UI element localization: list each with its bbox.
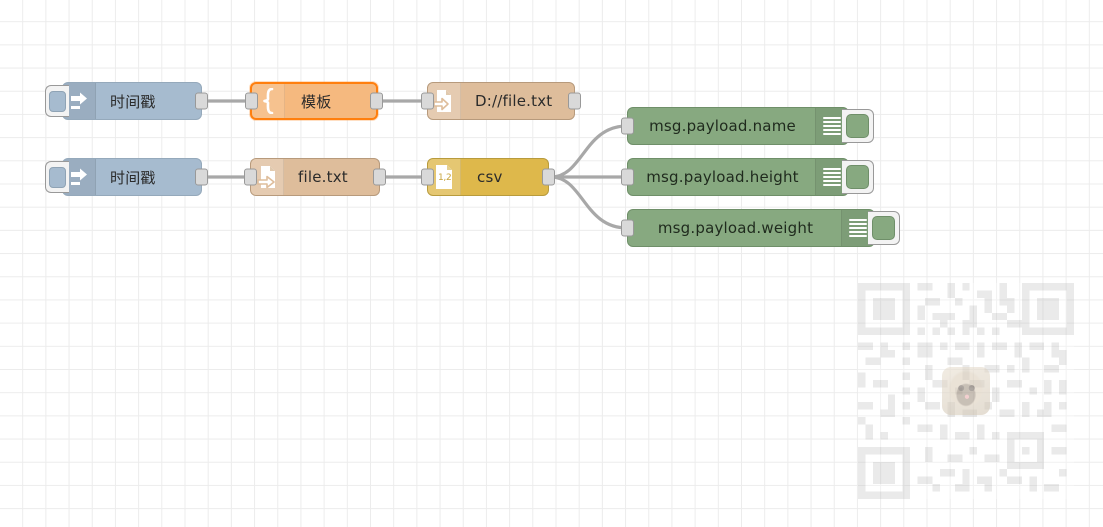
wire-csv1-debug1 — [549, 124, 629, 179]
port-in-csv-1[interactable] — [421, 168, 434, 186]
port-in-file-write-1[interactable] — [421, 92, 434, 110]
port-out-file-read-1[interactable] — [373, 168, 386, 186]
node-label-debug-weight: msg.payload.weight — [657, 219, 814, 237]
port-in-debug-height[interactable] — [621, 168, 634, 186]
node-label-inject-1: 时间戳 — [110, 92, 156, 111]
node-inject-1[interactable]: 时间戳 — [45, 82, 208, 120]
debug-toggle-button-height[interactable] — [842, 160, 874, 194]
node-template-1[interactable]: 模板 — [245, 82, 383, 120]
port-out-file-write-1[interactable] — [568, 92, 581, 110]
node-debug-weight[interactable]: msg.payload.weight — [621, 209, 900, 247]
port-in-debug-name[interactable] — [621, 117, 634, 135]
node-debug-name[interactable]: msg.payload.name — [621, 107, 874, 145]
node-label-inject-2: 时间戳 — [110, 168, 156, 187]
inject-button-square-icon — [49, 166, 66, 188]
node-inject-2[interactable]: 时间戳 — [45, 158, 208, 196]
qr-code-watermark — [858, 283, 1074, 499]
node-label-debug-name: msg.payload.name — [649, 117, 796, 135]
wire-csv1-debug3 — [549, 175, 629, 230]
node-label-file-read-1: file.txt — [298, 168, 348, 186]
port-out-inject-1[interactable] — [195, 92, 208, 110]
inject-trigger-button-2[interactable] — [45, 161, 69, 193]
node-csv-1[interactable]: 1,2 csv — [421, 158, 555, 196]
node-label-template-1: 模板 — [301, 92, 332, 111]
pug-dog-avatar-icon — [942, 367, 990, 415]
port-out-inject-2[interactable] — [195, 168, 208, 186]
node-file-write-1[interactable]: D://file.txt — [421, 82, 581, 120]
node-label-file-write-1: D://file.txt — [475, 92, 553, 110]
inject-button-square-icon — [49, 90, 66, 112]
port-in-template-1[interactable] — [245, 92, 258, 110]
debug-toggle-square-icon — [846, 165, 869, 189]
debug-toggle-square-icon — [872, 216, 895, 240]
node-file-read-1[interactable]: file.txt — [244, 158, 386, 196]
port-in-debug-weight[interactable] — [621, 219, 634, 237]
inject-trigger-button-1[interactable] — [45, 85, 69, 117]
file-write-icon — [428, 83, 461, 119]
node-debug-height[interactable]: msg.payload.height — [621, 158, 874, 196]
debug-toggle-button-weight[interactable] — [868, 211, 900, 245]
port-in-file-read-1[interactable] — [244, 168, 257, 186]
node-label-csv-1: csv — [477, 168, 503, 186]
debug-toggle-square-icon — [846, 114, 869, 138]
port-out-csv-1[interactable] — [542, 168, 555, 186]
debug-toggle-button-name[interactable] — [842, 109, 874, 143]
port-out-template-1[interactable] — [370, 92, 383, 110]
node-label-debug-height: msg.payload.height — [646, 168, 799, 186]
